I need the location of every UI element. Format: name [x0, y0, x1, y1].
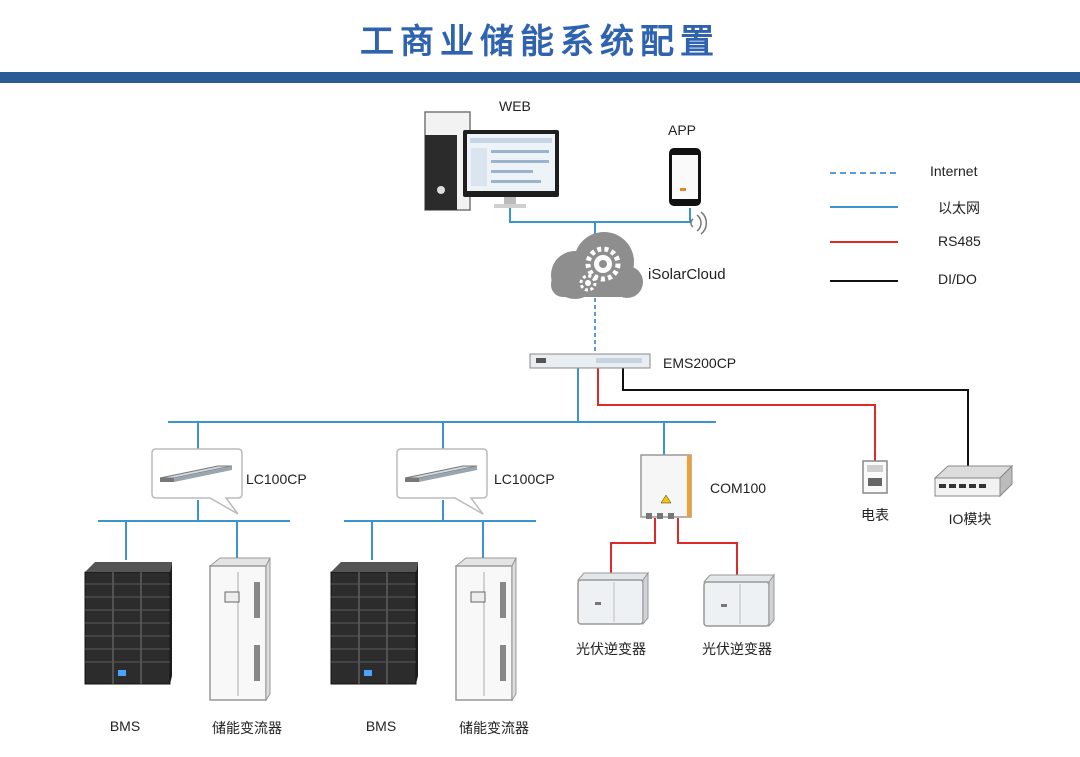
lc2-callout [396, 448, 488, 515]
legend-internet-label: Internet [930, 163, 978, 179]
header-bar [0, 72, 1080, 83]
rs485-lines [597, 368, 876, 576]
ems-label: EMS200CP [663, 355, 737, 371]
bms1-icon [84, 562, 172, 685]
gear-icon [579, 246, 621, 292]
io-module-label: IO模块 [948, 511, 992, 527]
ems-device-icon [529, 353, 651, 369]
lc2-label: LC100CP [494, 471, 555, 487]
cloud-label: iSolarCloud [648, 266, 726, 283]
com100-icon [640, 454, 692, 519]
meter-icon [862, 460, 888, 494]
pcs1-label: 储能变流器 [212, 720, 282, 736]
legend [830, 172, 898, 282]
bms1-label: BMS [109, 718, 141, 734]
pcs2-icon [454, 557, 517, 702]
app-label: APP [668, 122, 697, 138]
legend-ethernet-label: 以太网 [938, 200, 980, 216]
web-label: WEB [499, 98, 531, 114]
pv1-label: 光伏逆变器 [576, 641, 646, 657]
io-module-icon [933, 464, 1014, 498]
bms2-label: BMS [365, 718, 397, 734]
pv1-link [610, 518, 656, 574]
computer-icon [424, 111, 559, 211]
pv-inverter-2-icon [702, 573, 775, 628]
cloud-icon [551, 232, 643, 299]
pv2-link [677, 518, 738, 576]
meter-label: 电表 [861, 507, 889, 523]
dido-link [622, 368, 969, 468]
com100-label: COM100 [710, 480, 767, 496]
pcs2-label: 储能变流器 [459, 720, 529, 736]
web-app-link [509, 208, 691, 223]
lc1-label: LC100CP [246, 471, 307, 487]
lc1-callout [151, 448, 243, 515]
bms2-icon [330, 562, 418, 685]
pcs1-icon [208, 557, 271, 702]
pv2-label: 光伏逆变器 [702, 641, 772, 657]
legend-rs485-label: RS485 [938, 233, 981, 249]
pv-inverter-1-icon [576, 571, 649, 626]
page-title: 工商业储能系统配置 [360, 22, 720, 62]
wifi-icon [690, 211, 708, 235]
phone-icon [669, 148, 701, 206]
legend-dido-label: DI/DO [938, 271, 977, 287]
meter-link [597, 368, 876, 462]
